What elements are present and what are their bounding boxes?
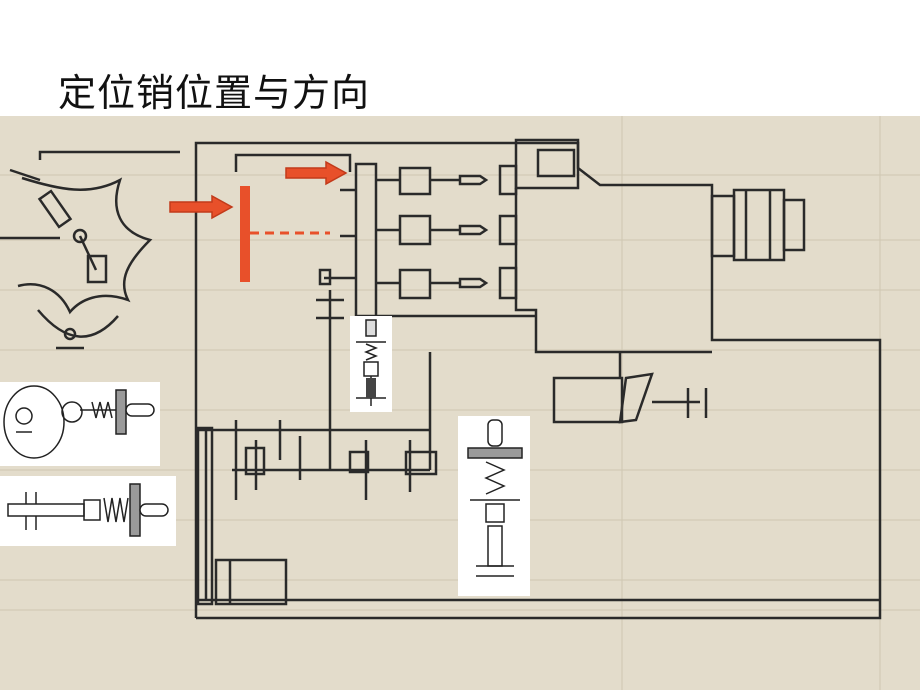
inset-horizontal-pin [0,476,176,546]
machine-frame [194,141,882,620]
arrow-to-pin [169,194,234,220]
slide-title: 定位销位置与方向 [58,71,371,115]
geneva-cam-mechanism [0,150,180,350]
locating-pin-highlight [169,160,348,282]
spindle-middle [376,214,518,246]
spindle-bottom [376,266,518,300]
spindle-top [376,164,518,196]
belt-drive [196,426,288,606]
transmission [196,268,438,500]
arrow-to-gearbox [285,160,348,186]
right-motor [710,188,806,262]
inset-vertical-pin-large [458,416,530,596]
locating-pin-bar [240,186,250,282]
inset-vertical-pin-small [350,316,392,412]
inset-cam-follower [0,382,160,466]
cam-assembly [552,352,708,424]
